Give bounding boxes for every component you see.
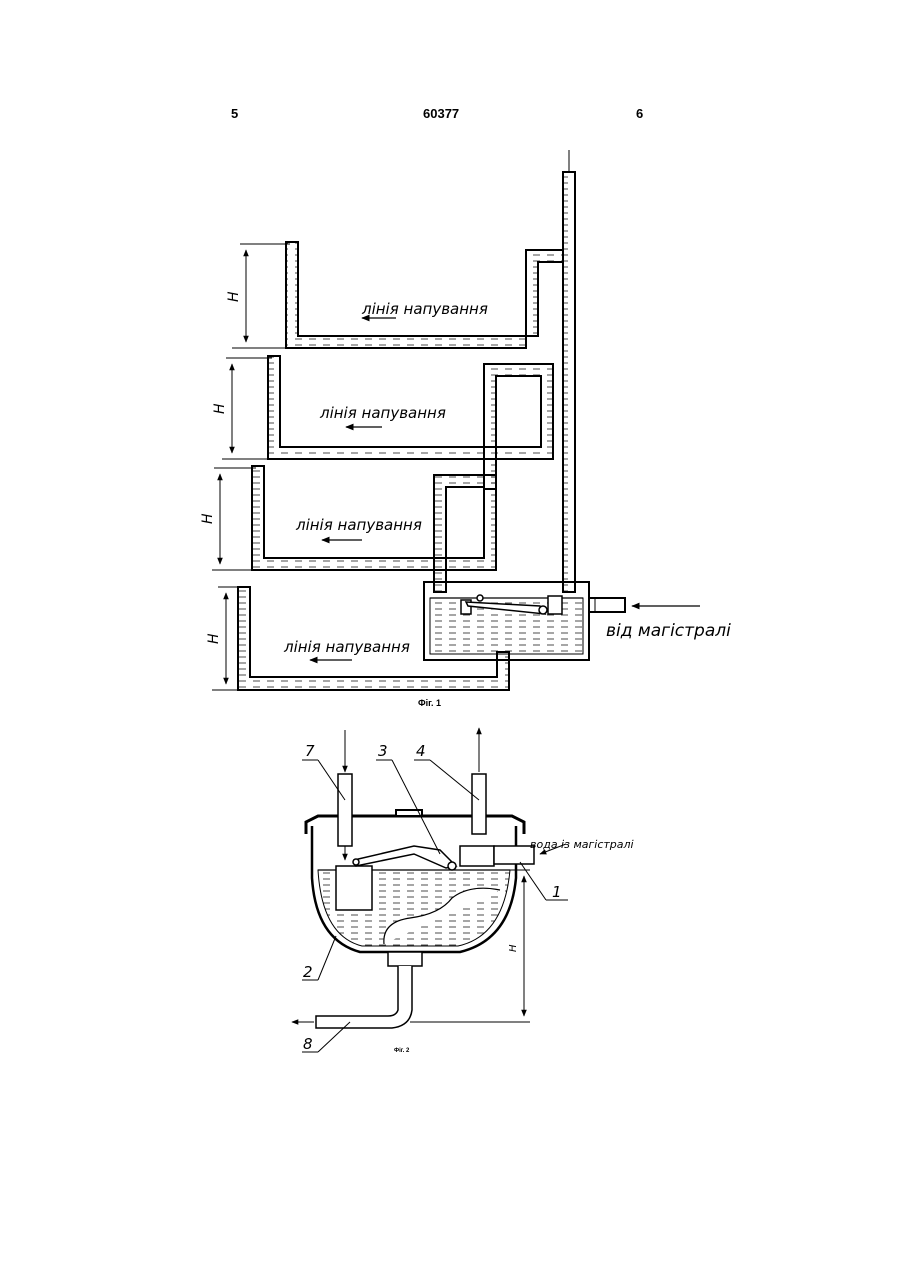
fig1-drawing (212, 150, 700, 690)
tier-2-height-label: H (212, 403, 228, 414)
tier-4-line-label: лінія напування (283, 638, 410, 656)
callout-2: 2 (303, 963, 313, 981)
inlet-pipe (589, 598, 625, 612)
source-label: від магістралі (606, 621, 731, 641)
tier-3-height-label: H (200, 513, 216, 524)
float-block (336, 866, 372, 910)
mains-inlet (494, 846, 534, 864)
supply-tank (424, 582, 589, 660)
tier-3-line-label: лінія напування (295, 516, 422, 534)
fig2-height-label: H (508, 944, 519, 952)
callout-3: 3 (378, 742, 388, 760)
tier-1-height-label: H (226, 291, 242, 302)
fig2-drawing (292, 728, 568, 1052)
inlet-tube (338, 730, 352, 860)
air-tube (472, 728, 486, 834)
water-from-mains-label: вода із магістралі (530, 838, 634, 851)
callout-1: 1 (552, 883, 562, 901)
fig2-caption: Фіг. 2 (394, 1048, 410, 1054)
fig1-caption: Фіг. 1 (418, 698, 441, 708)
tier-1-line-label: лінія напування (361, 300, 488, 318)
main-riser-pipe (563, 150, 575, 592)
tier-4-height-label: H (206, 633, 222, 644)
tier-2-pipe (268, 356, 553, 489)
callout-7: 7 (305, 742, 315, 760)
callout-8: 8 (303, 1035, 313, 1053)
tier-2-line-label: лінія напування (319, 404, 446, 422)
callout-4: 4 (416, 742, 426, 760)
tier-1-pipe (286, 242, 563, 348)
valve-lever (353, 846, 494, 870)
